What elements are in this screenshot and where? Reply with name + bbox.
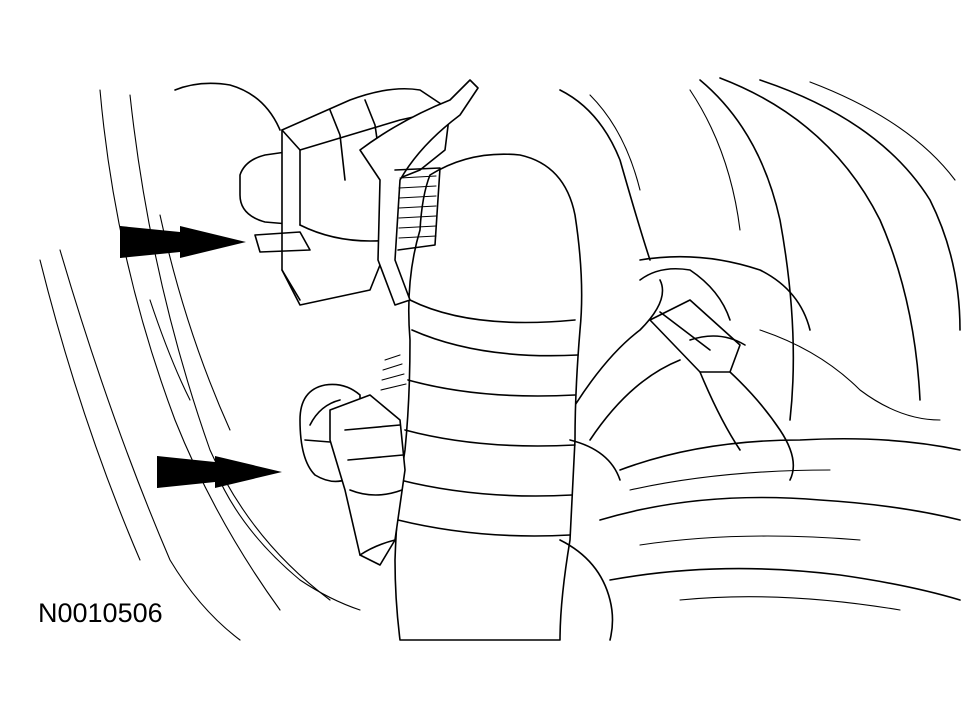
electrical-connector xyxy=(639,267,795,481)
coolant-hose xyxy=(394,153,621,641)
upper-clamp xyxy=(239,79,479,306)
lower-clamp xyxy=(299,354,407,566)
background-contours xyxy=(39,82,361,641)
background-hub xyxy=(559,77,961,421)
figure-id-label: N0010506 xyxy=(38,598,163,628)
callout-arrow-lower xyxy=(157,456,282,488)
wire-harness xyxy=(559,279,961,611)
callout-arrow-upper xyxy=(120,226,246,258)
